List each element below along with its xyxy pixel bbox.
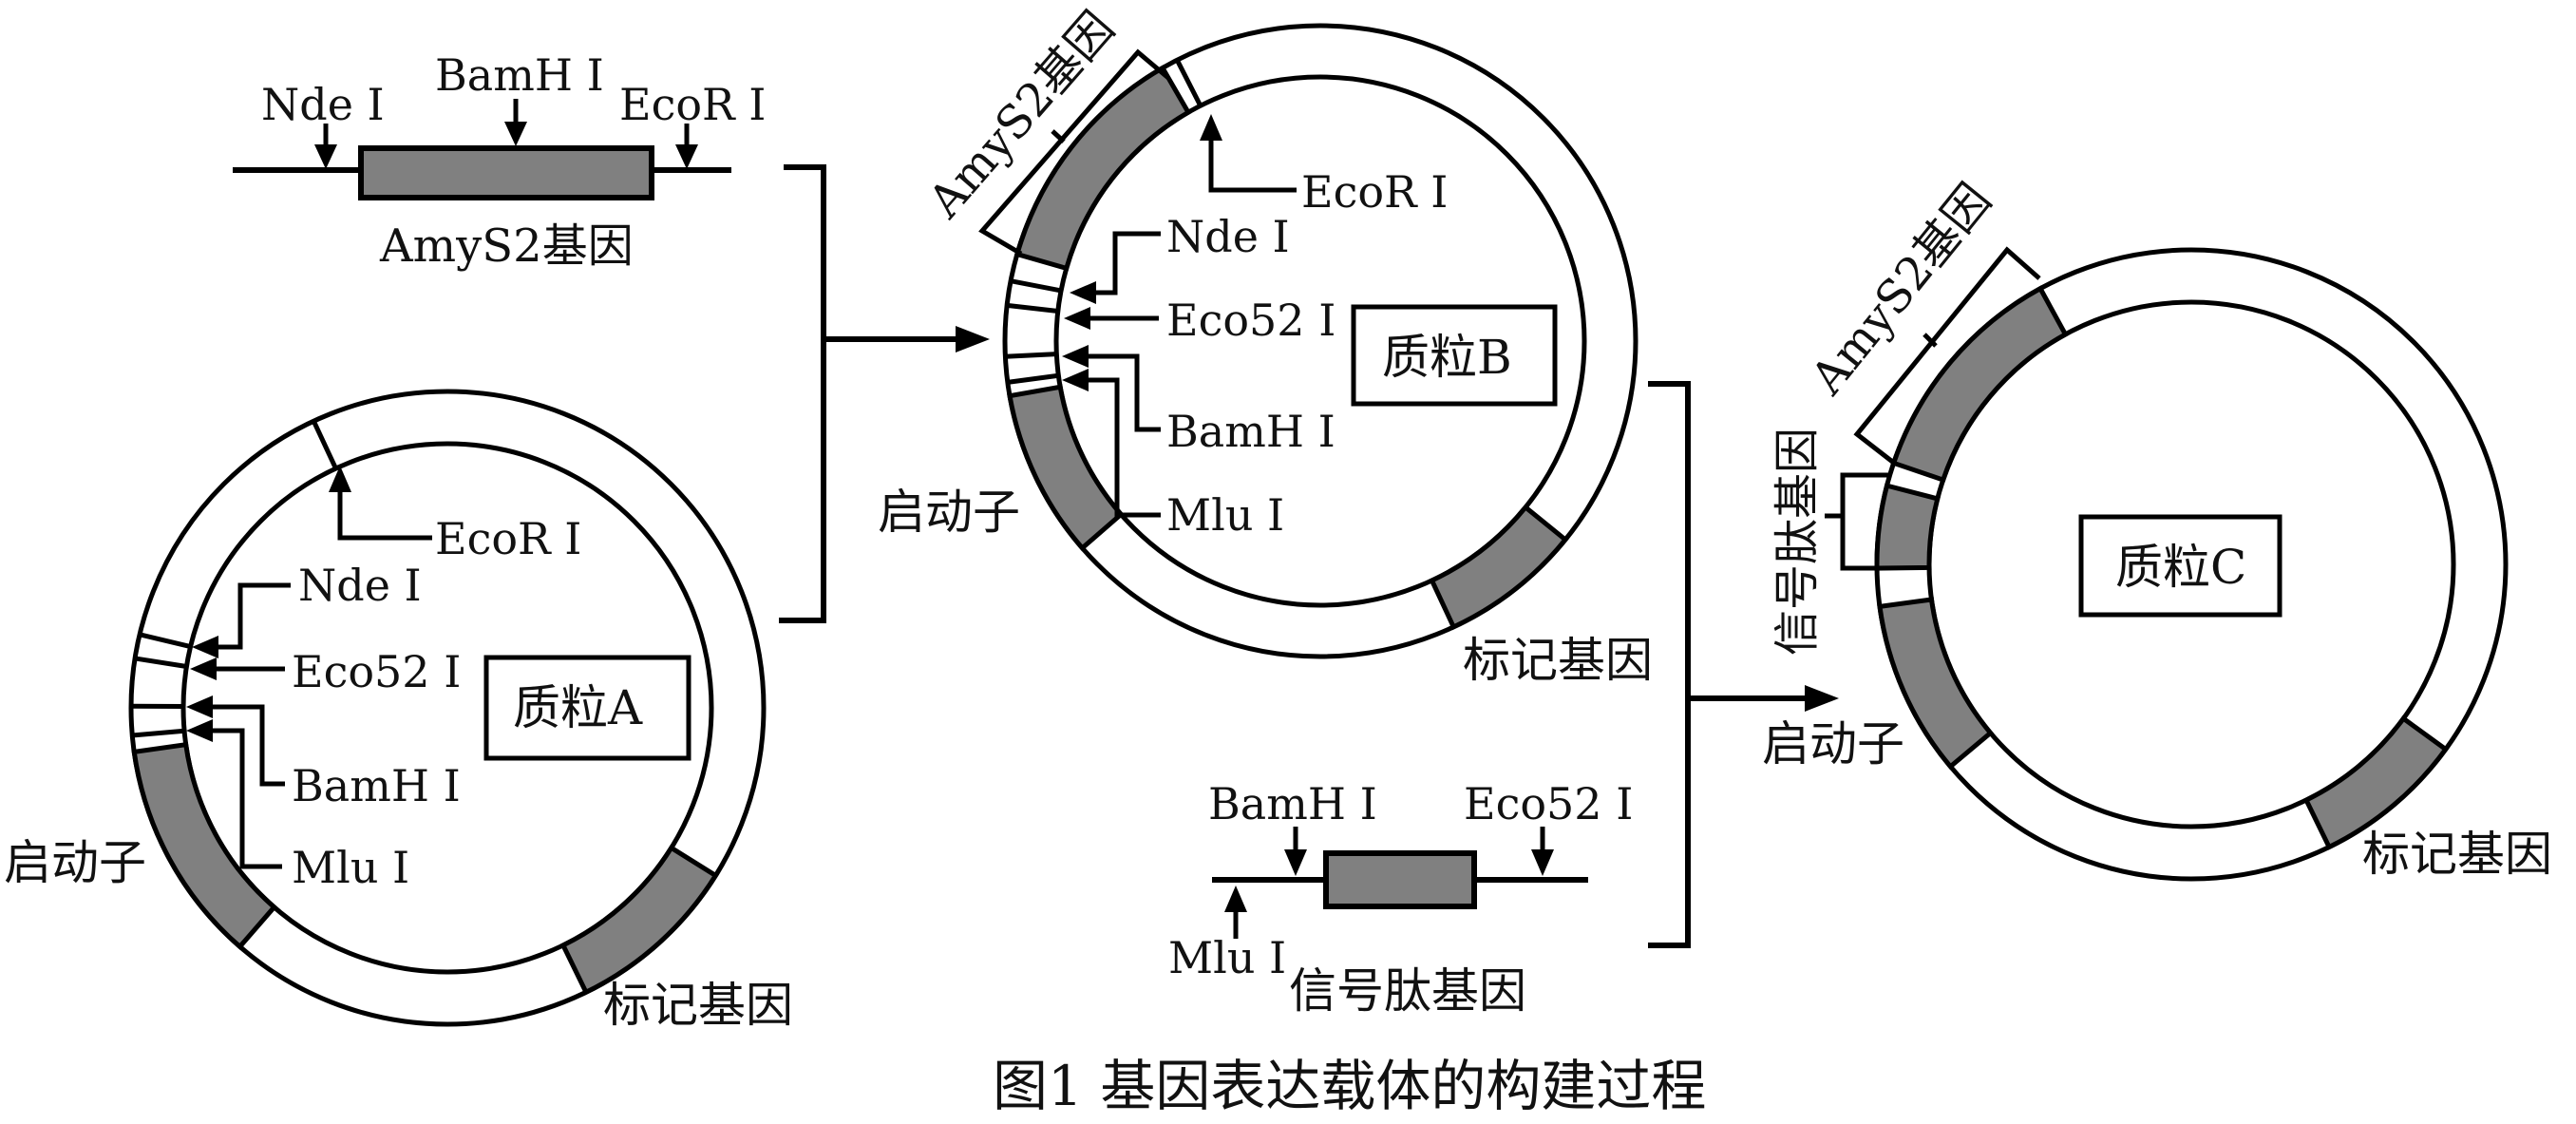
plasmid-b-promoter-label: 启动子 — [878, 485, 1020, 540]
plasmid-a-name-box — [483, 655, 691, 761]
ecor-arrow-icon — [1200, 114, 1222, 141]
mlu-arrow-icon — [1224, 886, 1247, 939]
plasmid-b-site-eco52: Eco52 Ⅰ — [1166, 295, 1335, 346]
plasmid-a-site-mlu: Mlu Ⅰ — [292, 842, 409, 893]
eco52-arrow-icon — [190, 657, 217, 680]
plasmid-outer-ring — [1002, 23, 1638, 659]
mlu-arrow-icon — [186, 719, 213, 742]
eco52-arrow-icon — [1531, 827, 1554, 876]
eco52-site-line — [134, 656, 187, 669]
nde-arrow-icon — [1070, 281, 1096, 304]
site-label-bamh: BamH Ⅰ — [435, 49, 604, 101]
plasmid-a-site-bamh: BamH Ⅰ — [292, 760, 461, 811]
plasmid-b-site-mlu: Mlu Ⅰ — [1166, 489, 1284, 541]
plasmid-c-name: 质粒C — [2115, 540, 2246, 595]
plasmid-b-name-box — [1351, 304, 1558, 407]
plasmid-inner-ring — [1053, 74, 1587, 608]
signal-peptide-segment — [1874, 483, 1941, 571]
plasmid-b — [1002, 23, 1638, 659]
plasmid-a-labels: 质粒A EcoR Ⅰ Nde Ⅰ Eco52 Ⅰ BamH Ⅰ Mlu Ⅰ 启动… — [4, 466, 793, 1033]
arrow-right-icon — [1805, 685, 1839, 712]
bamh-arrow-icon — [1284, 827, 1307, 876]
nde-arrow-icon — [192, 636, 218, 658]
plasmid-b-site-bamh: BamH Ⅰ — [1166, 406, 1335, 457]
amys2-gene-block — [358, 145, 654, 200]
signal-gene-block — [1323, 850, 1477, 909]
nde-site-line — [1010, 278, 1062, 294]
promoter-segment — [131, 741, 278, 950]
mlu-site-line — [132, 728, 185, 738]
bamh-arrow-icon — [1062, 345, 1089, 368]
bamh-site-line — [1005, 352, 1057, 359]
plasmid-a-site-eco52: Eco52 Ⅰ — [292, 646, 461, 697]
marker-gene-segment — [559, 844, 719, 996]
ecor-site-line — [1175, 59, 1203, 107]
ecor-site-line — [312, 420, 338, 470]
site-label-bamh: BamH Ⅰ — [1208, 778, 1377, 829]
arrow-right-icon — [956, 326, 990, 352]
signal-bracket — [1840, 472, 1890, 571]
plasmid-b-marker-label: 标记基因 — [1463, 633, 1653, 688]
amys2-gene-segment — [1890, 285, 2069, 484]
plasmid-b-labels: 质粒B AmyS2基因 EcoR Ⅰ Nde Ⅰ Eco52 Ⅰ BamH Ⅰ … — [878, 2, 1653, 688]
ecor-arrow-icon — [675, 124, 698, 169]
bracket-to-plasmid-b — [779, 164, 990, 623]
marker-gene-segment — [1429, 504, 1569, 631]
marker-gene-segment — [2302, 714, 2450, 850]
promoter-segment — [1007, 384, 1125, 552]
figure-caption: 图1 基因表达载体的构建过程 — [993, 1054, 1706, 1118]
bamh-arrow-icon — [504, 99, 527, 146]
plasmid-c-name-box — [2078, 514, 2282, 618]
signal-gene-label: 信号肽基因 — [1289, 963, 1526, 1019]
amys2-gene-segment — [1013, 65, 1192, 272]
promoter-segment — [1877, 597, 1995, 771]
plasmid-a-name: 质粒A — [513, 680, 643, 735]
nde-site-line — [139, 632, 192, 650]
bamh-arrow-icon — [186, 695, 213, 718]
signal-fragment: BamH Ⅰ Eco52 Ⅰ Mlu Ⅰ 信号肽基因 — [1168, 778, 1633, 1019]
eco52-site-line — [1006, 302, 1059, 314]
plasmid-inner-ring — [180, 441, 714, 975]
plasmid-b-site-ecor: EcoR Ⅰ — [1301, 166, 1448, 218]
mlu-site-line — [1007, 372, 1059, 385]
nde-arrow-icon — [314, 124, 337, 169]
plasmid-a-promoter-label: 启动子 — [4, 835, 146, 890]
plasmid-b-site-nde: Nde Ⅰ — [1166, 211, 1290, 262]
site-label-mlu: Mlu Ⅰ — [1168, 932, 1286, 983]
plasmid-a — [128, 389, 767, 1027]
plasmid-a-site-nde: Nde Ⅰ — [298, 560, 422, 611]
eco52-arrow-icon — [1064, 307, 1090, 330]
plasmid-c-signal-label: 信号肽基因 — [1771, 428, 1824, 656]
plasmid-c — [1874, 247, 2509, 882]
plasmid-c-promoter-label: 启动子 — [1762, 716, 1904, 772]
site-label-eco52: Eco52 Ⅰ — [1464, 778, 1633, 829]
plasmid-a-marker-label: 标记基因 — [603, 978, 793, 1033]
bracket-to-plasmid-c — [1648, 381, 1839, 948]
mlu-arrow-icon — [1062, 369, 1089, 391]
plasmid-a-site-ecor: EcoR Ⅰ — [435, 513, 581, 564]
amys2-bracket — [978, 48, 1170, 257]
plasmid-c-marker-label: 标记基因 — [2362, 827, 2552, 882]
site-label-nde: Nde Ⅰ — [261, 79, 385, 130]
amys2-fragment: Nde Ⅰ BamH Ⅰ EcoR Ⅰ AmyS2基因 — [233, 49, 766, 273]
amys2-gene-label: AmyS2基因 — [379, 219, 634, 273]
ecor-arrow-icon — [329, 466, 351, 492]
site-label-ecor: EcoR Ⅰ — [619, 79, 766, 130]
plasmid-b-name: 质粒B — [1382, 330, 1512, 385]
